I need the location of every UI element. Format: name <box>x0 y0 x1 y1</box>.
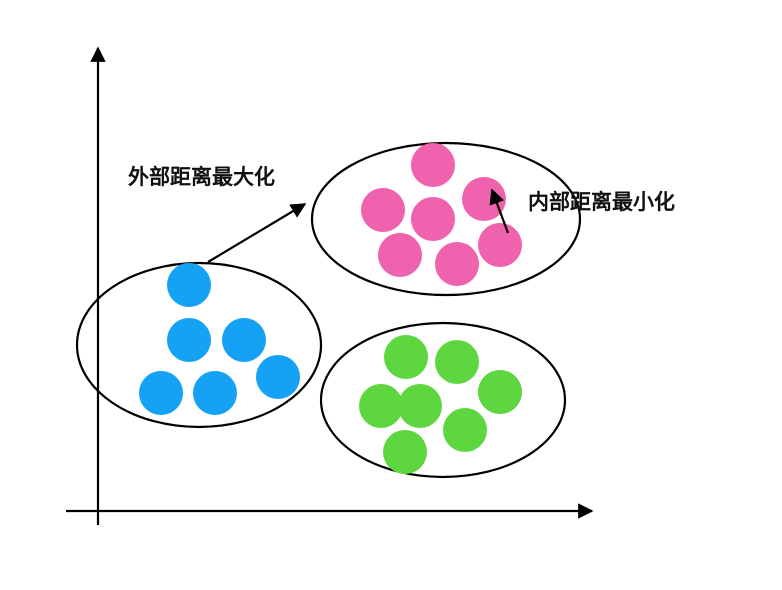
pink-point <box>478 223 522 267</box>
pink-point <box>462 177 506 221</box>
pink-point <box>378 233 422 277</box>
blue-point <box>167 318 211 362</box>
pink-cluster-points <box>361 143 522 286</box>
green-point <box>359 384 403 428</box>
outer-distance-label: 外部距离最大化 <box>128 165 275 189</box>
blue-point <box>139 371 183 415</box>
blue-point <box>222 318 266 362</box>
pink-point <box>435 242 479 286</box>
blue-cluster-boundary <box>75 261 323 429</box>
green-cluster-points <box>359 335 522 474</box>
green-point <box>398 384 442 428</box>
blue-cluster-points <box>139 263 300 415</box>
blue-point <box>256 355 300 399</box>
green-point <box>435 340 479 384</box>
blue-point <box>193 371 237 415</box>
green-point <box>383 430 427 474</box>
pink-point <box>361 188 405 232</box>
outer-distance-arrow <box>207 203 307 263</box>
pink-point <box>411 197 455 241</box>
green-cluster-boundary <box>319 321 567 479</box>
blue-point <box>167 263 211 307</box>
inner-distance-label: 内部距离最小化 <box>528 190 675 214</box>
pink-point <box>411 143 455 187</box>
pink-cluster-boundary <box>310 141 582 297</box>
inner-distance-arrow <box>489 188 510 234</box>
green-point <box>443 408 487 452</box>
green-point <box>478 370 522 414</box>
green-point <box>384 335 428 379</box>
